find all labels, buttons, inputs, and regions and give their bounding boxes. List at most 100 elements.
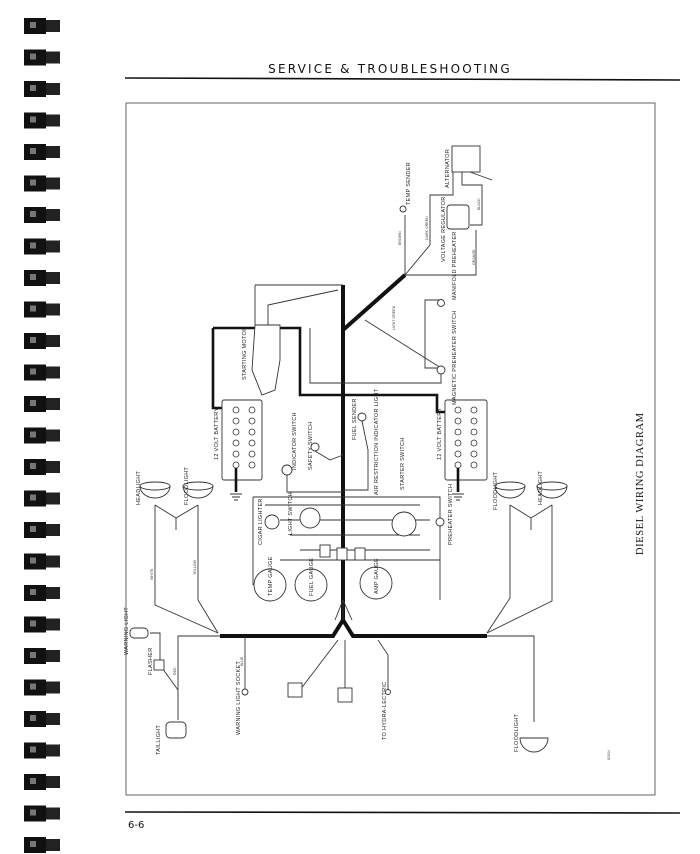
battery-left-icon — [221, 399, 263, 481]
binding-ring — [24, 112, 60, 129]
label-headlight-left: HEADLIGHT — [136, 470, 142, 505]
label-air-restriction: AIR RESTRICTION INDICATOR LIGHT — [374, 388, 380, 495]
taillight-icon — [165, 721, 187, 739]
magnetic-preheater-switch-icon — [436, 365, 446, 375]
diagram-title: DIESEL WIRING DIAGRAM — [635, 412, 646, 555]
label-temp-sender: TEMP SENDER — [406, 162, 412, 205]
wire-light-green: LIGHT GREEN — [392, 305, 396, 330]
label-amp-gauge: AMP GAUGE — [374, 558, 380, 594]
binding-ring — [24, 364, 60, 381]
binding-ring — [24, 553, 60, 570]
starting-motor-icon — [251, 324, 281, 396]
fuel-sender-icon — [357, 412, 367, 422]
binding-ring — [24, 616, 60, 633]
main-harness-left — [220, 285, 345, 638]
alternator-icon — [451, 145, 481, 173]
wire-red: RED — [173, 667, 177, 675]
binding-ring — [24, 648, 60, 664]
wire-black: BLACK — [477, 198, 481, 210]
spiral-binding — [24, 18, 60, 853]
label-flasher: FLASHER — [148, 648, 154, 675]
wire-white: WHITE — [150, 568, 154, 580]
temp-gauge-icon — [253, 568, 287, 602]
binding-ring — [24, 742, 60, 759]
binding-ring — [24, 270, 60, 286]
wire-dark-green: DARK GREEN — [425, 216, 429, 240]
binding-ring — [24, 301, 60, 318]
label-starter-switch: STARTER SWITCH — [400, 437, 406, 490]
label-floodlight-rear: FLOODLIGHT — [514, 714, 520, 752]
label-headlight-right: HEADLIGHT — [538, 470, 544, 505]
battery-cable-right — [213, 326, 455, 414]
binding-ring — [24, 805, 60, 822]
flasher-icon — [153, 659, 165, 671]
label-floodlight-right: FLOODLIGHT — [493, 472, 499, 510]
binding-ring — [24, 427, 60, 444]
label-manifold-preheater: MANIFOLD PREHEATER — [452, 231, 458, 300]
label-warning-light-socket: WARNING LIGHT SOCKET — [236, 661, 242, 735]
wiring-diagram — [129, 145, 568, 753]
binding-ring — [24, 207, 60, 223]
binding-ring — [24, 49, 60, 66]
label-fuel-sender: FUEL SENDER — [352, 398, 358, 440]
label-warning-light: WARNING LIGHT — [124, 607, 130, 655]
figure-number: 82014 — [607, 750, 611, 760]
binding-ring — [24, 396, 60, 412]
binding-ring — [24, 459, 60, 475]
wire-color-labels: BROWN DARK GREEN LIGHT GREEN BLACK ORANG… — [150, 198, 481, 675]
cigar-lighter-icon — [264, 514, 280, 530]
wire-orange: ORANGE — [472, 249, 476, 265]
binding-ring — [24, 490, 60, 507]
harness-diagonal — [341, 273, 407, 332]
binding-ring — [24, 238, 60, 255]
label-indicator-switch: INDICATOR SWITCH — [292, 412, 298, 470]
manifold-preheater-icon — [437, 299, 445, 307]
diagram-frame — [125, 102, 656, 796]
binding-ring — [24, 522, 60, 538]
binding-ring — [24, 837, 60, 853]
binding-ring — [24, 585, 60, 601]
label-light-switch: LIGHT SWITCH — [288, 492, 294, 535]
footer-rule — [124, 811, 681, 814]
light-switch-icon — [299, 507, 321, 529]
label-taillight: TAILLIGHT — [156, 725, 162, 755]
battery-cable-left — [211, 328, 230, 410]
label-magnetic-preheater-switch: MAGNETIC PREHEATER SWITCH — [452, 311, 458, 406]
label-hydra-lectric: TO HYDRA-LECTRIC — [382, 682, 388, 740]
binding-ring — [24, 774, 60, 790]
wire-brown: BROWN — [398, 231, 402, 245]
binding-ring — [24, 679, 60, 696]
page-number: 6-6 — [128, 820, 144, 831]
label-cigar-lighter: CIGAR LIGHTER — [258, 498, 264, 545]
label-fuel-gauge: FUEL GAUGE — [309, 558, 315, 596]
wire-yellow: YELLOW — [193, 559, 197, 575]
binding-ring — [24, 175, 60, 192]
binding-ring — [24, 81, 60, 97]
temp-sender-icon — [399, 205, 407, 213]
binding-ring — [24, 711, 60, 727]
label-floodlight-left: FLOODLIGHT — [184, 467, 190, 505]
main-harness-right — [341, 618, 487, 638]
label-voltage-regulator: VOLTAGE REGULATOR — [441, 196, 447, 262]
floodlight-rear-icon — [519, 737, 549, 753]
preheater-switch-icon — [435, 517, 445, 527]
label-alternator: ALTERNATOR — [445, 149, 451, 188]
label-safety-switch: SAFETY SWITCH — [308, 422, 314, 470]
voltage-regulator-icon — [446, 204, 470, 230]
warning-light-icon — [129, 627, 149, 639]
binding-ring — [24, 144, 60, 160]
connector-left-icon — [287, 682, 303, 698]
warning-light-socket-icon — [241, 688, 249, 696]
fuel-gauge-icon — [294, 568, 328, 602]
wire-blue: BLUE — [240, 656, 244, 666]
header-rule — [124, 77, 681, 81]
component-labels: TEMP SENDER ALTERNATOR VOLTAGE REGULATOR… — [124, 149, 611, 760]
indicator-switch-icon — [281, 464, 293, 476]
label-battery-left: 12 VOLT BATTERY — [214, 408, 220, 460]
label-battery-right: 12 VOLT BATTERY — [437, 408, 443, 460]
label-starting-motor: STARTING MOTOR — [242, 327, 248, 380]
label-preheater-switch: PREHEATER SWITCH — [448, 484, 454, 545]
label-temp-gauge: TEMP GAUGE — [268, 556, 274, 596]
battery-right-icon — [444, 399, 488, 481]
